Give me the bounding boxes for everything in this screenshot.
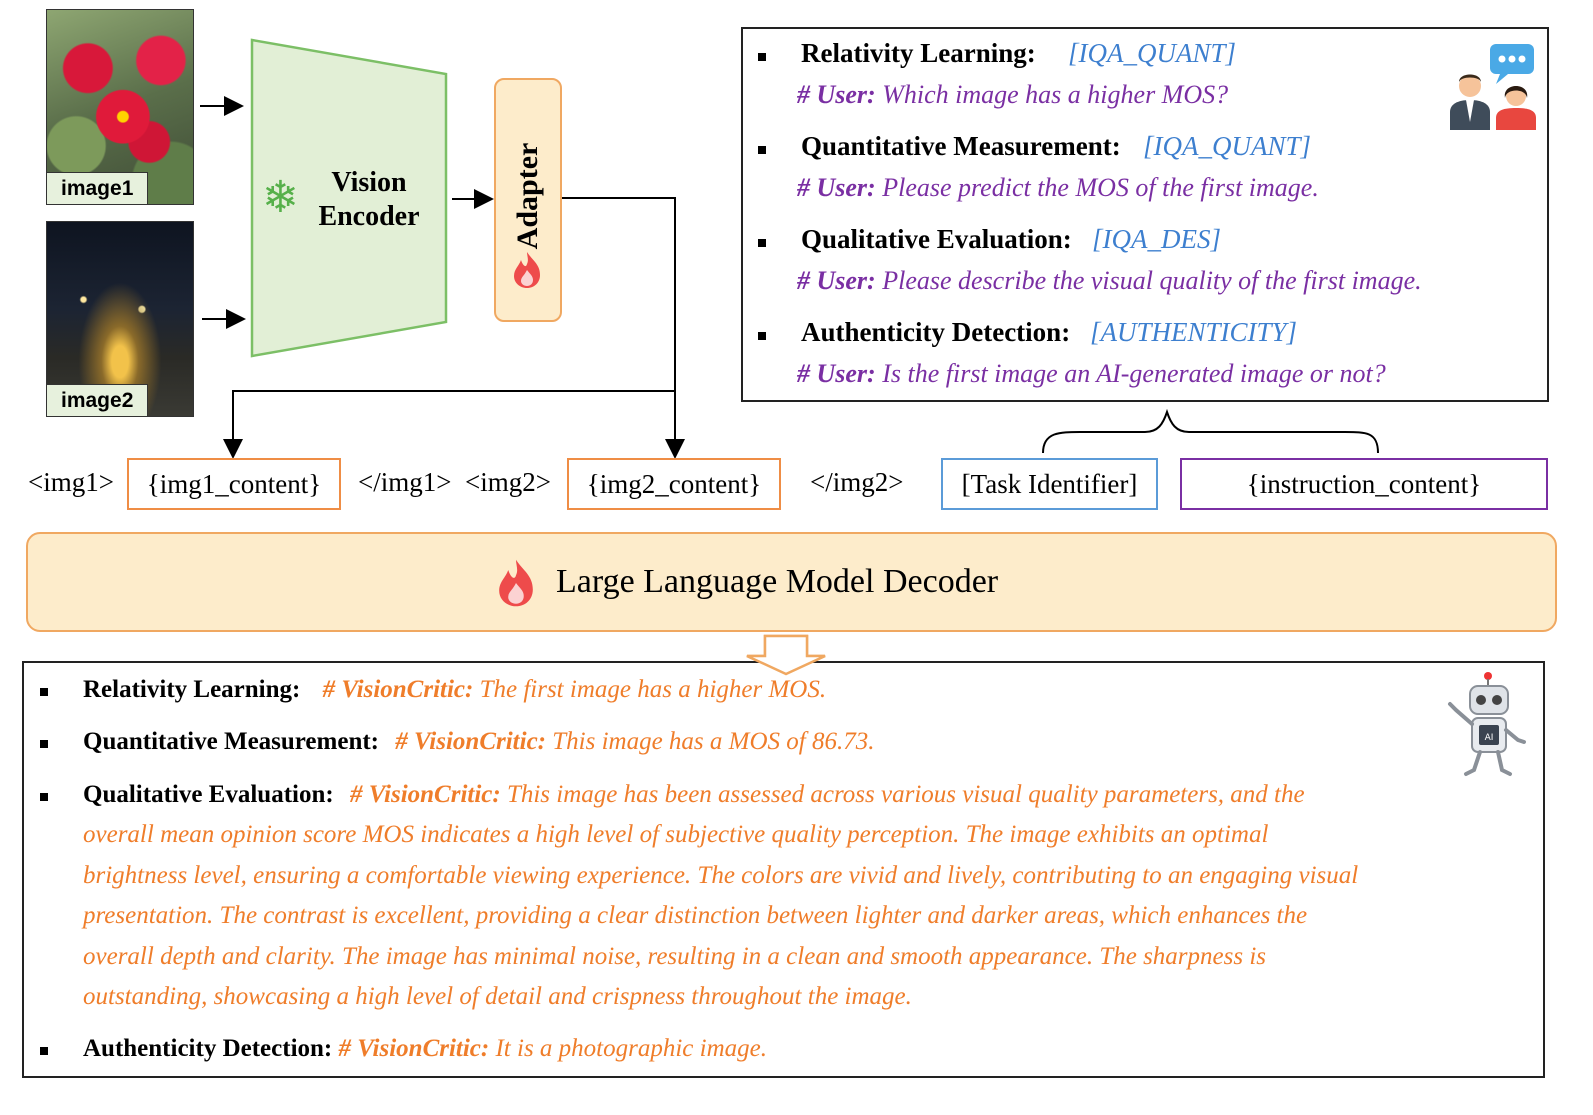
adapter-box bbox=[494, 78, 562, 322]
bullet bbox=[40, 688, 48, 696]
bullet bbox=[758, 146, 766, 154]
users-chat-icon bbox=[1450, 44, 1536, 130]
vision-encoder-shape bbox=[250, 38, 448, 358]
image1-label: image1 bbox=[47, 172, 149, 204]
instr-tag-4: [AUTHENTICITY] bbox=[1090, 317, 1298, 347]
image2-label: image2 bbox=[47, 384, 149, 416]
bullet bbox=[758, 239, 766, 247]
bullet bbox=[40, 740, 48, 748]
vision-encoder-label: Vision Encoder bbox=[318, 167, 420, 232]
image2-thumbnail: image2 bbox=[46, 221, 194, 417]
snowflake-icon: ❄ bbox=[262, 173, 299, 222]
svg-text:AI: AI bbox=[1485, 733, 1494, 743]
instruction-panel bbox=[741, 27, 1549, 402]
instr-user-4: # User: Is the first image an AI-generat… bbox=[797, 359, 1386, 388]
instruction-content-box: {instruction_content} bbox=[1180, 458, 1548, 510]
output-panel bbox=[22, 661, 1545, 1078]
output-continuation-5: outstanding, showcasing a high level of … bbox=[83, 983, 912, 1010]
output-continuation-4: overall depth and clarity. The image has… bbox=[83, 943, 1267, 970]
output-row-3: Qualitative Evaluation: # VisionCritic: … bbox=[83, 781, 1305, 808]
llm-decoder-box bbox=[26, 532, 1557, 632]
task-identifier-box: [Task Identifier] bbox=[941, 458, 1158, 510]
bullet bbox=[40, 1047, 48, 1055]
output-row-4: Authenticity Detection: # VisionCritic: … bbox=[83, 1035, 767, 1062]
instr-task-1: Relativity Learning: bbox=[801, 38, 1036, 68]
img2-content-box: {img2_content} bbox=[567, 458, 781, 510]
output-row-2: Quantitative Measurement: # VisionCritic… bbox=[83, 728, 875, 755]
output-row-1: Relativity Learning: # VisionCritic: The… bbox=[83, 676, 827, 703]
img2-close-token: </img2> bbox=[810, 467, 904, 497]
output-continuation-3: presentation. The contrast is excellent,… bbox=[83, 902, 1308, 929]
image1-thumbnail: image1 bbox=[46, 9, 194, 205]
img1-open-token: <img1> bbox=[28, 467, 114, 497]
flame-icon bbox=[514, 252, 540, 288]
instr-task-4: Authenticity Detection: bbox=[801, 317, 1071, 347]
flame-icon bbox=[499, 559, 533, 607]
instr-tag-1: [IQA_QUANT] bbox=[1068, 38, 1237, 68]
img1-routing-line bbox=[223, 390, 675, 459]
decoder-label: Large Language Model Decoder bbox=[556, 563, 999, 600]
adapter-routing-line bbox=[558, 197, 685, 459]
instr-task-2: Quantitative Measurement: bbox=[801, 131, 1121, 161]
img1-close-token: </img1> bbox=[358, 467, 452, 497]
instr-tag-3: [IQA_DES] bbox=[1092, 224, 1221, 254]
instr-user-3: # User: Please describe the visual quali… bbox=[797, 266, 1422, 295]
output-continuation-1: overall mean opinion score MOS indicates… bbox=[83, 821, 1269, 848]
img1-content-box: {img1_content} bbox=[127, 458, 341, 510]
instr-user-1: # User: Which image has a higher MOS? bbox=[797, 80, 1229, 109]
bullet bbox=[758, 53, 766, 61]
img2-open-token: <img2> bbox=[465, 467, 551, 497]
instr-user-2: # User: Please predict the MOS of the fi… bbox=[797, 173, 1319, 202]
instr-task-3: Qualitative Evaluation: bbox=[801, 224, 1072, 254]
instr-tag-2: [IQA_QUANT] bbox=[1143, 131, 1312, 161]
bullet bbox=[40, 793, 48, 801]
curly-brace bbox=[1042, 408, 1379, 454]
bullet bbox=[758, 332, 766, 340]
robot-ai-icon: AI bbox=[1448, 672, 1526, 776]
output-continuation-2: brightness level, ensuring a comfortable… bbox=[83, 862, 1359, 889]
